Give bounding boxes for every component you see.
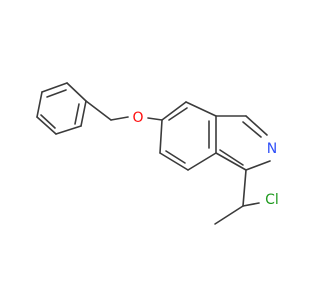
double-bond-inner [165, 150, 186, 164]
molecule-structure: O N Cl [36, 82, 279, 225]
bond [159, 152, 189, 171]
double-bond-inner [242, 121, 262, 138]
bond [185, 101, 217, 117]
structure-canvas: O N Cl [36, 82, 279, 225]
bond [41, 82, 68, 93]
bond [80, 100, 87, 127]
isoquinoline-pyridine-ring [215, 115, 271, 171]
bond [36, 91, 43, 118]
bond [110, 116, 129, 121]
oxygen-atom-label: O [132, 110, 143, 126]
bond [245, 115, 268, 136]
double-bond-inner [219, 149, 244, 166]
double-bond-inner [168, 107, 188, 121]
bond [159, 119, 163, 154]
chloroethyl-group [214, 169, 260, 225]
chlorine-atom-label: Cl [265, 192, 279, 208]
bond [55, 125, 82, 135]
bond [245, 160, 271, 171]
bond [85, 100, 112, 121]
bond [215, 152, 247, 171]
double-bond-inner [74, 103, 80, 125]
bond [214, 205, 244, 225]
bond [187, 152, 217, 171]
bond [66, 82, 87, 102]
double-bond-inner [40, 114, 56, 129]
benzyl-ether-linker [85, 100, 163, 121]
bond [161, 101, 187, 121]
bond [36, 116, 57, 135]
double-bond-inner [46, 89, 67, 98]
nitrogen-atom-label: N [267, 141, 277, 157]
benzene-ring [36, 82, 87, 135]
isoquinoline-benzo-ring [159, 101, 217, 171]
bond [242, 202, 260, 207]
bond [242, 169, 247, 207]
bond [147, 117, 163, 121]
